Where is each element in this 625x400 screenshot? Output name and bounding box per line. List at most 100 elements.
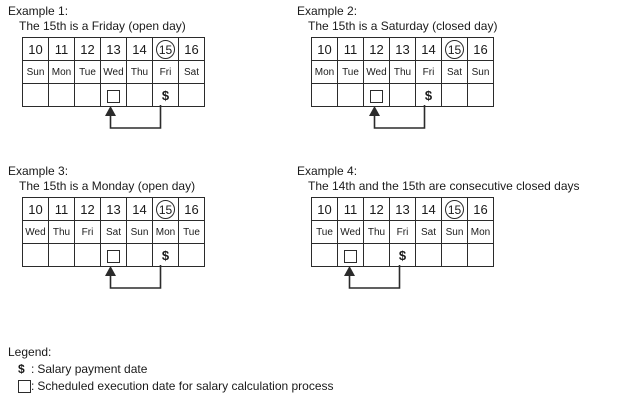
- calendar-weekday-cell[interactable]: Sat: [100, 220, 127, 244]
- weekday-label: Thu: [52, 226, 71, 238]
- calendar-date-cell[interactable]: 15: [441, 37, 468, 61]
- weekday-label: Thu: [130, 66, 149, 78]
- calendar-date-cell[interactable]: 12: [363, 197, 390, 221]
- calendar-weekday-cell[interactable]: Sat: [178, 60, 205, 84]
- calendar-row-markers: $: [311, 83, 494, 107]
- calendar-weekday-cell[interactable]: Wed: [363, 60, 390, 84]
- calendar-date-cell[interactable]: 13: [389, 197, 416, 221]
- calendar-date-cell[interactable]: 13: [389, 37, 416, 61]
- calendar-date-cell[interactable]: 10: [22, 37, 49, 61]
- calendar-date-cell[interactable]: 12: [74, 197, 101, 221]
- calendar-weekday-cell[interactable]: Fri: [389, 220, 416, 244]
- calendar-weekday-cell[interactable]: Fri: [415, 60, 442, 84]
- weekday-label: Fri: [159, 66, 172, 78]
- dollar-icon: $: [18, 362, 25, 376]
- calendar-date-cell[interactable]: 16: [178, 37, 205, 61]
- calendar-date-cell[interactable]: 16: [467, 37, 494, 61]
- calendar-weekday-cell[interactable]: Mon: [311, 60, 338, 84]
- calendar-date-cell[interactable]: 12: [363, 37, 390, 61]
- calendar-marker-cell[interactable]: [467, 83, 494, 107]
- calendar-date-cell[interactable]: 11: [337, 197, 364, 221]
- calendar-date-cell[interactable]: 15: [152, 197, 179, 221]
- calendar-weekday-cell[interactable]: Thu: [126, 60, 153, 84]
- calendar-date-cell[interactable]: 11: [48, 37, 75, 61]
- calendar-weekday-cell[interactable]: Tue: [337, 60, 364, 84]
- calendar-date-cell[interactable]: 15: [441, 197, 468, 221]
- calendar-weekday-cell[interactable]: Tue: [311, 220, 338, 244]
- calendar-marker-cell[interactable]: $: [152, 243, 179, 267]
- calendar-weekday-cell[interactable]: Mon: [152, 220, 179, 244]
- calendar-weekday-cell[interactable]: Thu: [363, 220, 390, 244]
- calendar-weekday-cell[interactable]: Mon: [467, 220, 494, 244]
- calendar-marker-cell[interactable]: [441, 243, 468, 267]
- calendar-date-cell[interactable]: 10: [311, 197, 338, 221]
- calendar-weekday-cell[interactable]: Sun: [441, 220, 468, 244]
- calendar-weekday-cell[interactable]: Thu: [389, 60, 416, 84]
- calendar-marker-cell[interactable]: $: [152, 83, 179, 107]
- calendar-marker-cell[interactable]: [389, 83, 416, 107]
- calendar-marker-cell[interactable]: [48, 243, 75, 267]
- calendar-weekday-cell[interactable]: Sun: [22, 60, 49, 84]
- calendar-weekday-cell[interactable]: Sun: [126, 220, 153, 244]
- calendar-date-cell[interactable]: 14: [415, 37, 442, 61]
- calendar-marker-cell[interactable]: [126, 83, 153, 107]
- calendar-date-cell[interactable]: 14: [415, 197, 442, 221]
- calendar-date-cell[interactable]: 12: [74, 37, 101, 61]
- calendar-marker-cell[interactable]: [22, 243, 49, 267]
- calendar-weekday-cell[interactable]: Sat: [415, 220, 442, 244]
- calendar-date-cell[interactable]: 14: [126, 37, 153, 61]
- calendar-weekday-cell[interactable]: Sat: [441, 60, 468, 84]
- weekday-label: Fri: [422, 66, 435, 78]
- calendar-date-cell[interactable]: 10: [311, 37, 338, 61]
- calendar-date-cell[interactable]: 14: [126, 197, 153, 221]
- calendar-date-cell[interactable]: 15: [152, 37, 179, 61]
- calendar-marker-cell[interactable]: [363, 83, 390, 107]
- calendar-marker-cell[interactable]: [22, 83, 49, 107]
- calendar-marker-cell[interactable]: [100, 83, 127, 107]
- calendar-marker-cell[interactable]: [178, 243, 205, 267]
- weekday-label: Sat: [105, 226, 121, 238]
- example-subtitle: The 15th is a Monday (open day): [19, 179, 196, 193]
- calendar-marker-cell[interactable]: [100, 243, 127, 267]
- calendar-weekday-cell[interactable]: Fri: [152, 60, 179, 84]
- calendar-marker-cell[interactable]: [363, 243, 390, 267]
- circled-date-marker: 15: [445, 199, 464, 219]
- calendar-marker-cell[interactable]: [337, 83, 364, 107]
- calendar-weekday-cell[interactable]: Tue: [178, 220, 205, 244]
- calendar-weekday-cell[interactable]: Thu: [48, 220, 75, 244]
- calendar-marker-cell[interactable]: [467, 243, 494, 267]
- calendar-weekday-cell[interactable]: Mon: [48, 60, 75, 84]
- example-subtitle: The 14th and the 15th are consecutive cl…: [308, 179, 580, 193]
- calendar-marker-cell[interactable]: $: [389, 243, 416, 267]
- calendar-marker-cell[interactable]: [311, 243, 338, 267]
- legend-item-salary-payment: $ : Salary payment date: [8, 361, 334, 378]
- calendar-date-cell[interactable]: 10: [22, 197, 49, 221]
- calendar-marker-cell[interactable]: [126, 243, 153, 267]
- calendar-date-cell[interactable]: 13: [100, 197, 127, 221]
- calendar-marker-cell[interactable]: [178, 83, 205, 107]
- calendar-weekday-cell[interactable]: Tue: [74, 60, 101, 84]
- calendar-marker-cell[interactable]: [337, 243, 364, 267]
- calendar-weekday-cell[interactable]: Wed: [337, 220, 364, 244]
- calendar-weekday-cell[interactable]: Wed: [22, 220, 49, 244]
- calendar-marker-cell[interactable]: [311, 83, 338, 107]
- calendar-marker-cell[interactable]: [441, 83, 468, 107]
- calendar-marker-cell[interactable]: [74, 243, 101, 267]
- calendar-date-cell[interactable]: 11: [337, 37, 364, 61]
- calendar-weekday-cell[interactable]: Sun: [467, 60, 494, 84]
- calendar-date-cell[interactable]: 16: [178, 197, 205, 221]
- calendar-marker-cell[interactable]: $: [415, 83, 442, 107]
- calendar-marker-cell[interactable]: [415, 243, 442, 267]
- weekday-label: Sat: [183, 66, 199, 78]
- calendar-marker-cell[interactable]: [74, 83, 101, 107]
- calendar-date-cell[interactable]: 13: [100, 37, 127, 61]
- calendar-date-cell[interactable]: 16: [467, 197, 494, 221]
- example-block: Example 4:The 14th and the 15th are cons…: [297, 164, 580, 289]
- calendar-marker-cell[interactable]: [48, 83, 75, 107]
- calendar-weekday-cell[interactable]: Wed: [100, 60, 127, 84]
- calendar-weekday-cell[interactable]: Fri: [74, 220, 101, 244]
- weekday-label: Fri: [396, 226, 409, 238]
- calendar-date-cell[interactable]: 11: [48, 197, 75, 221]
